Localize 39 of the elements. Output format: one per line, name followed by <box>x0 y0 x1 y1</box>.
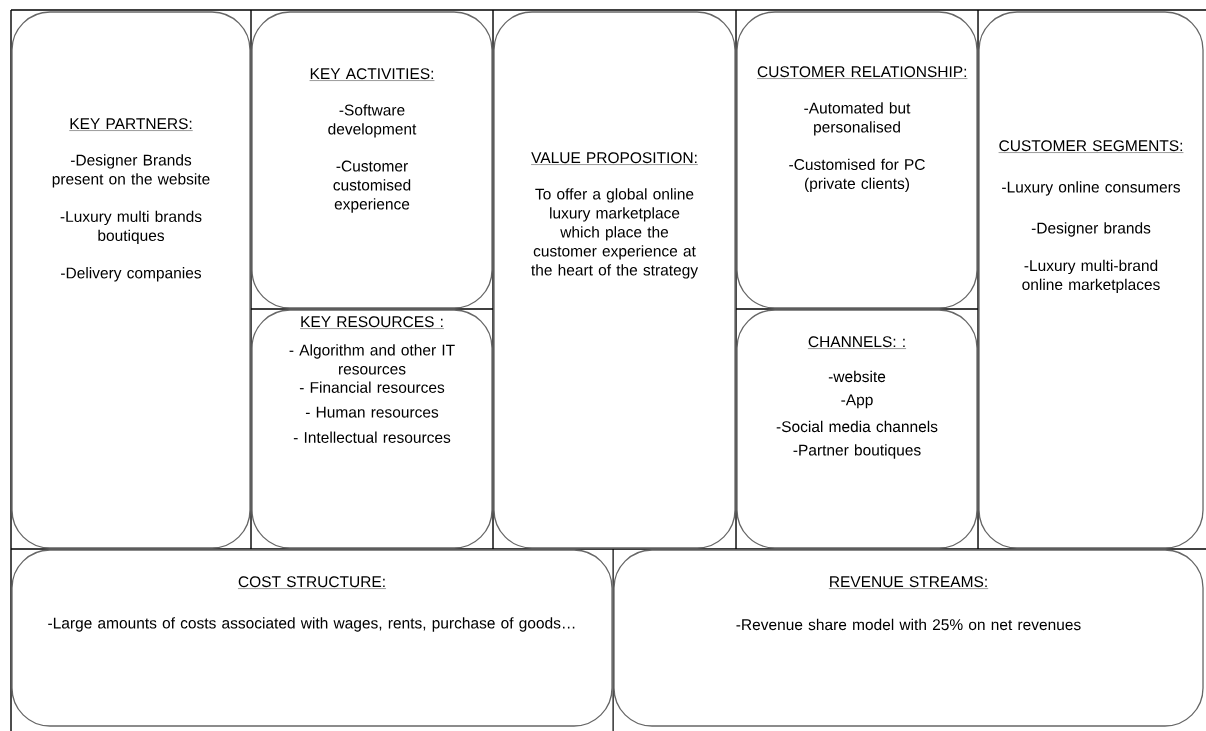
item-text: To offer a global online luxury marketplace which place the customer experience at the heart of the strategy <box>531 188 699 279</box>
section-heading: CUSTOMER RELATIONSHIP: <box>756 66 968 79</box>
item-text: -Luxury online consumers <box>1002 181 1180 196</box>
item-text: -Designer brands <box>1031 222 1151 237</box>
section-heading: KEY ACTIVITIES: <box>309 68 435 81</box>
section-heading: VALUE PROPOSITION: <box>530 152 699 165</box>
item-text: - Intellectual resources <box>293 431 451 443</box>
canvas-block <box>736 11 978 309</box>
canvas-block <box>251 309 493 549</box>
item-text: -Customer customised experience <box>333 160 411 213</box>
item-text: -Luxury multi-brand online marketplaces <box>1022 259 1160 294</box>
canvas-block <box>978 11 1204 549</box>
section-heading: KEY PARTNERS: <box>69 118 193 131</box>
item-text: -Partner boutiques <box>793 444 921 459</box>
item-text: -Revenue share model with 25% on net revenues <box>736 618 1081 631</box>
item-text: -Automated but personalised <box>804 102 911 136</box>
section-heading: CUSTOMER SEGMENTS: <box>998 140 1184 153</box>
item-text: -Delivery companies <box>61 267 202 282</box>
canvas-block <box>11 549 613 727</box>
section-heading: COST STRUCTURE: <box>237 576 387 589</box>
canvas-block <box>251 11 493 309</box>
canvas-block <box>11 11 251 549</box>
item-text: -Software development <box>328 104 417 138</box>
item-text: -Large amounts of costs associated with wages, rents, purchase of goods… <box>48 617 575 632</box>
item-text: -App <box>841 394 873 409</box>
canvas-block <box>736 309 978 549</box>
canvas-block <box>493 11 736 549</box>
item-text: -website <box>828 370 886 383</box>
section-heading: CHANNELS: : <box>807 336 907 349</box>
item-text: - Human resources <box>305 406 439 418</box>
item-text: -Designer Brands present on the website <box>52 154 210 188</box>
item-text: -Customised for PC (private clients) <box>789 158 925 193</box>
section-heading: REVENUE STREAMS: <box>828 576 989 589</box>
item-text: -Luxury multi brands boutiques <box>60 210 202 245</box>
item-text: - Financial resources <box>299 381 445 393</box>
item-text: -Social media channels <box>776 420 938 433</box>
section-heading: KEY RESOURCES : <box>299 316 445 329</box>
canvas-block <box>613 549 1204 727</box>
item-text: - Algorithm and other IT resources <box>289 344 455 375</box>
